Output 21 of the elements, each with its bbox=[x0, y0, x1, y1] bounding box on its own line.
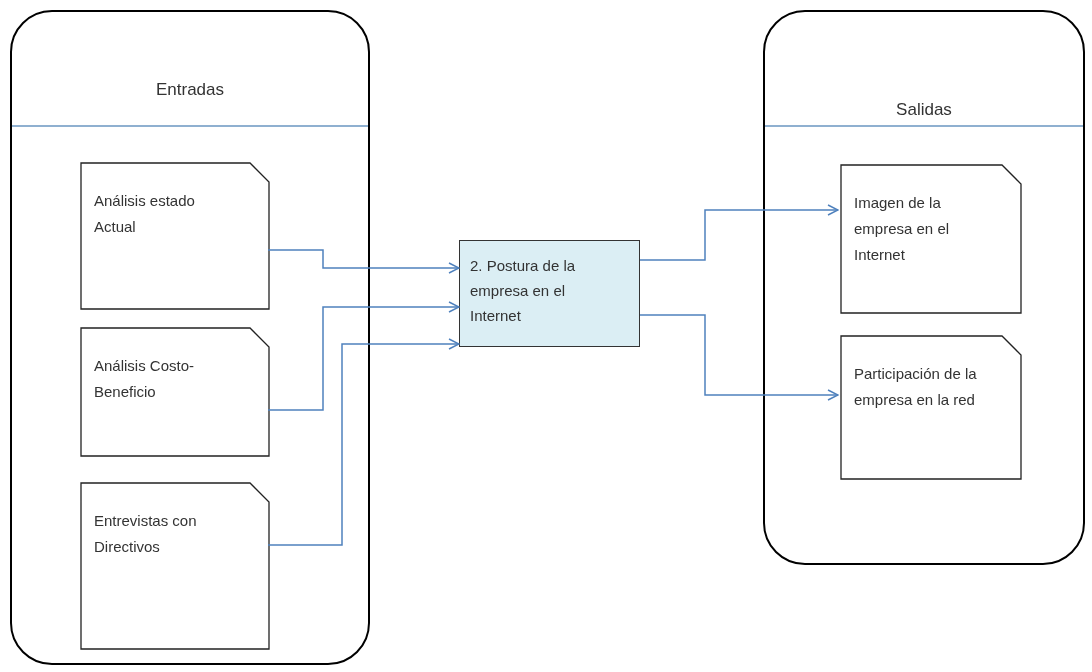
connector-arrow bbox=[267, 249, 460, 274]
group-heading: Salidas bbox=[895, 99, 953, 121]
document-shape bbox=[840, 335, 1022, 480]
connector-arrow bbox=[639, 204, 839, 261]
document-text: Entrevistas con Directivos bbox=[94, 511, 198, 557]
process-text: 2. Postura de la empresa en el Internet bbox=[470, 256, 577, 326]
group-container bbox=[10, 10, 370, 665]
document-text: Análisis estado Actual bbox=[94, 191, 196, 237]
connector-arrow bbox=[267, 301, 460, 411]
document-shape bbox=[80, 482, 270, 650]
document-shape bbox=[80, 162, 270, 310]
document-shape bbox=[840, 164, 1022, 314]
process-box bbox=[459, 240, 640, 347]
connector-arrow bbox=[639, 314, 839, 401]
document-text: Análisis Costo-Beneficio bbox=[94, 356, 196, 402]
group-container bbox=[763, 10, 1085, 565]
group-heading: Entradas bbox=[154, 79, 225, 101]
document-text: Participación de la empresa en la red bbox=[854, 364, 978, 410]
connector-arrow bbox=[267, 338, 460, 546]
document-text: Imagen de la empresa en el Internet bbox=[854, 193, 951, 265]
document-shape bbox=[80, 327, 270, 457]
